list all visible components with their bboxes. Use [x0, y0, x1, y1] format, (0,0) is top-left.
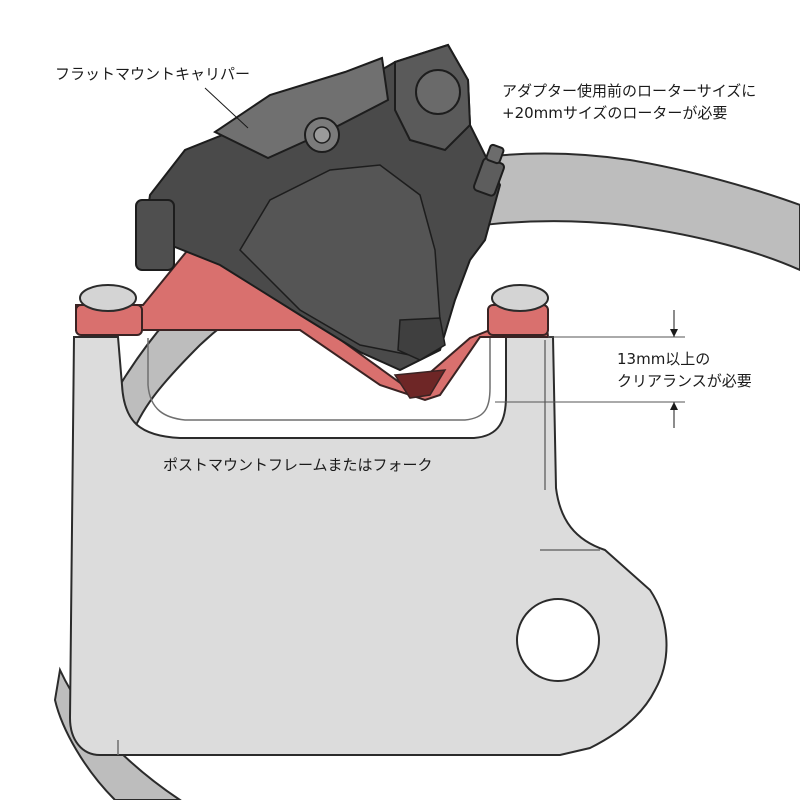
caliper-lower-lug — [397, 317, 446, 361]
rotor-size-note-line2: +20mmサイズのローターが必要 — [502, 104, 728, 122]
caliper-side-boss — [135, 199, 175, 271]
frame-mount-hole — [516, 598, 600, 682]
caliper-label: フラットマウントキャリパー — [55, 65, 251, 83]
frame-label: ポストマウントフレームまたはフォーク — [163, 456, 433, 474]
caliper-top-plate — [213, 56, 390, 160]
caliper-front-face — [239, 164, 441, 356]
bolt-head-right — [491, 284, 549, 312]
clearance-note: 13mm以上の クリアランスが必要 — [617, 348, 752, 392]
clearance-dimension — [495, 310, 685, 428]
adapter-dark-edge — [393, 369, 447, 399]
caliper-piston-cap — [415, 69, 461, 115]
caliper-pin-inner — [313, 126, 331, 144]
rotor-size-note: アダプター使用前のローターサイズに +20mmサイズのローターが必要 — [502, 80, 756, 124]
flat-mount-caliper — [135, 43, 506, 372]
clearance-note-line1: 13mm以上の — [617, 350, 711, 368]
rotor-size-note-line1: アダプター使用前のローターサイズに — [502, 82, 757, 100]
bolt-head-left — [79, 284, 137, 312]
bleed-nipple-icon — [472, 143, 506, 197]
clearance-note-line2: クリアランスが必要 — [617, 372, 752, 390]
post-mount-frame — [68, 336, 668, 756]
frame-slot-edge — [147, 338, 491, 421]
caliper-leader-line — [204, 87, 249, 129]
